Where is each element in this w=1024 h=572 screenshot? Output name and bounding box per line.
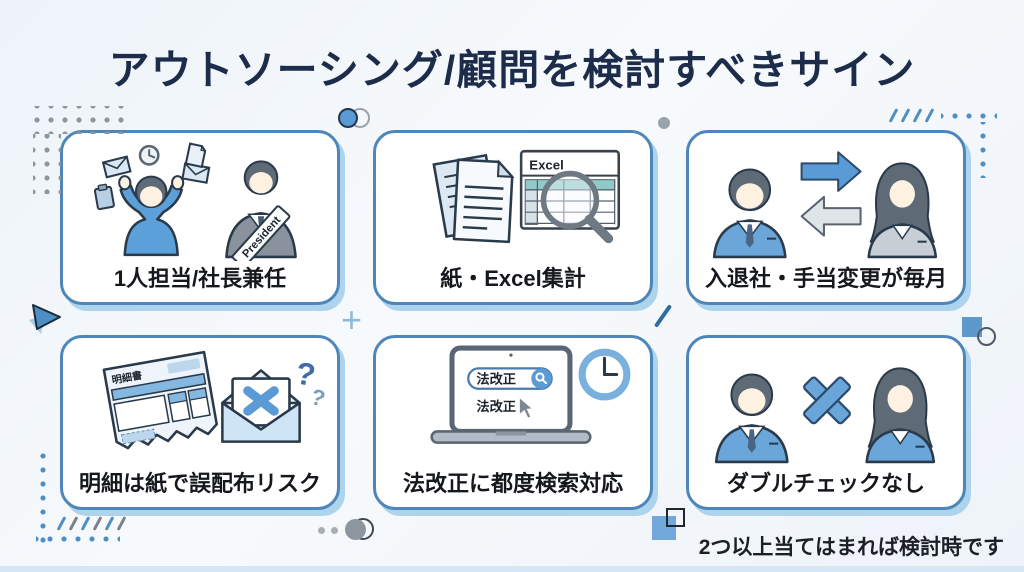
card-monthly-changes-illustration [689,133,963,261]
x-mark [243,386,279,416]
paper-plane-icon [29,304,61,334]
question-marks: ? ? [293,354,325,411]
dot-row-topright [941,109,997,123]
bottom-edge-band [0,566,1024,572]
laptop-search-illustration: 法改正 法改正 [430,345,631,444]
papers-and-excel-illustration: Excel [432,149,621,244]
juggler-and-president-illustration: President [93,142,297,261]
circle-icon [345,519,366,540]
page-title: アウトソーシング/顧問を検討すべきサイン [108,47,916,93]
magnifier-icon [540,170,600,230]
card-paper-excel: Excel 紙・Excel集計 [373,130,653,305]
cursor-icon [518,395,536,420]
footer-note: 2つ以上当てはまれば検討時です [698,536,1004,559]
payslip-envelope-illustration: 明細書 ? ? [102,350,325,450]
man-woman-swap-illustration [712,151,938,259]
ring-icon [977,327,996,346]
no-double-check-illustration [714,367,936,464]
svg-text:?: ? [308,384,325,412]
man-avatar [712,168,787,259]
card-one-person-illustration: President [63,133,337,261]
slash-decoration [653,304,673,328]
envelope-error-icon [221,369,301,443]
envelope-icon [101,155,132,179]
card-no-double-check-illustration [689,338,963,466]
dot-icon [331,527,338,534]
card-payslip-risk-illustration: 明細書 ? ? [63,338,337,466]
woman-avatar [865,367,936,464]
plus-decoration: + [341,299,363,340]
card-label: 法改正に都度検索対応 [402,471,623,496]
man-avatar [714,373,789,464]
card-law-search-illustration: 法改正 法改正 [376,338,650,466]
circle-icon [338,108,358,128]
slashes-bottomleft [56,516,127,531]
juggler-figure [93,142,211,257]
card-label: ダブルチェックなし [726,471,925,496]
card-paper-payslip-risk: 明細書 ? ? [60,335,340,510]
payslip-icon: 明細書 [102,350,218,450]
clipboard-icon [93,183,115,211]
dot-grid-topleft-vertical [33,134,61,194]
president-figure: President [225,160,297,261]
card-label: 1人担当/社長兼任 [113,266,287,291]
square-icon [652,516,676,540]
card-label: 明細は紙で誤配布リスク [78,471,321,496]
excel-sheet-icon: Excel [519,149,621,244]
card-monthly-changes: 入退社・手当変更が毎月 [686,130,966,305]
search-bar: 法改正 [467,367,553,390]
card-label: 入退社・手当変更が毎月 [704,266,947,291]
dot-column-bottomleft [36,452,50,544]
document-icon [184,142,207,169]
papers-icon [432,153,515,244]
card-no-double-check: ダブルチェックなし [686,335,966,510]
card-law-revision-search: 法改正 法改正 法改正に都度検索対応 [373,335,653,510]
laptop-icon: 法改正 法改正 [430,345,592,444]
cross-icon [803,376,851,425]
search-button-icon [531,368,552,389]
card-one-person-in-charge: President 1人担当/社長兼任 [60,130,340,305]
excel-sheet-title: Excel [529,158,564,173]
dot-icon [318,527,325,534]
slashes-topright [888,108,935,123]
search-query-text: 法改正 [476,371,516,387]
dot-grid-topleft-horizontal [33,106,125,134]
card-paper-excel-illustration: Excel [376,133,650,261]
search-suggestion-text: 法改正 [476,398,516,414]
dot-column-topright [976,122,990,178]
square-outline-icon [666,508,685,527]
swap-arrows-icon [800,151,862,237]
woman-avatar [867,162,938,259]
clock-icon [578,348,631,401]
dot-icon [658,117,670,129]
dot-row-bottomleft [36,532,120,546]
card-label: 紙・Excel集計 [440,266,586,291]
